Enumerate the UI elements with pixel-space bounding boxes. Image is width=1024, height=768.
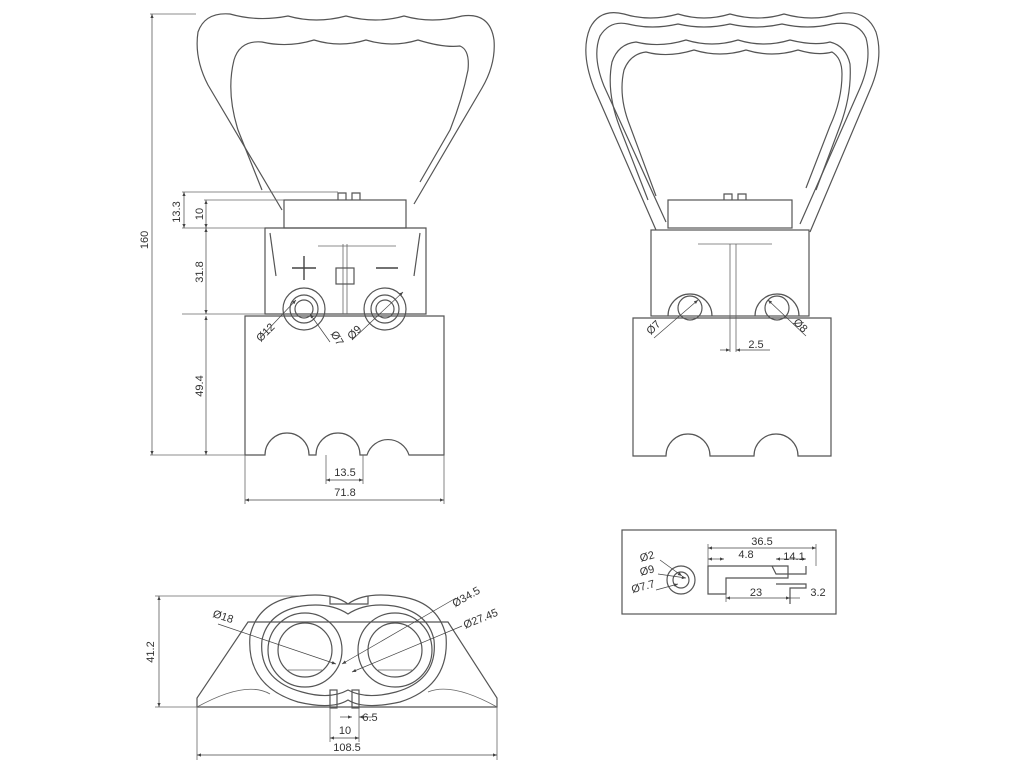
bottom-bore-left (267, 612, 343, 688)
bottom-dim-outer: Ø34.5 (451, 585, 483, 610)
bottom-dim-key-offset: 6.5 (362, 712, 377, 724)
dim-width: 71.8 (334, 487, 355, 499)
contact-dim-b: 14.1 (783, 551, 804, 563)
contact-dim-dia-c: Ø7.7 (630, 578, 656, 596)
contact-dim-dia-b: Ø9 (639, 563, 656, 578)
dim-height-body: 49.4 (194, 375, 206, 396)
side-dim-slot: 2.5 (748, 339, 763, 351)
bottom-dim-inner: Ø27.45 (462, 607, 500, 632)
contact-detail-frame (621, 529, 837, 615)
plus-icon (292, 256, 316, 280)
bottom-dim-height: 41.2 (145, 641, 157, 662)
dim-height-total: 160 (139, 231, 151, 249)
side-dim-dia-right: Ø8 (791, 316, 810, 335)
side-handle-outer (585, 12, 880, 233)
dim-hole-pitch: 13.5 (334, 467, 355, 479)
bottom-dim-key-width: 10 (339, 725, 351, 737)
dim-height-mid: 31.8 (194, 261, 206, 282)
side-body-block (632, 317, 832, 457)
bottom-bore-right (357, 612, 433, 688)
side-hole-left (677, 295, 703, 321)
body-block (244, 315, 445, 456)
bottom-housing-outer (249, 594, 447, 707)
contact-detail: 36.5 4.8 14.1 23 3.2 Ø2 Ø9 Ø7.7 (621, 529, 837, 615)
bottom-key-right (351, 689, 360, 709)
side-hole-right (764, 295, 790, 321)
dim-dia-outer: Ø12 (254, 321, 277, 344)
bottom-base (196, 621, 498, 708)
side-view: Ø7 Ø8 2.5 (585, 12, 880, 457)
contact-dim-c: 23 (750, 587, 762, 599)
dim-dia-inner: Ø7 (328, 329, 346, 348)
contact-dim-dia-a: Ø2 (639, 549, 656, 564)
handle-inner (230, 39, 469, 191)
hole-left-outer (282, 287, 326, 331)
bottom-dim-width: 108.5 (333, 742, 361, 754)
contact-dim-total: 36.5 (751, 536, 772, 548)
side-handle-inner (609, 39, 851, 201)
cap-block (283, 199, 407, 229)
front-view: 160 13.3 10 31.8 49.4 13.5 71.8 Ø12 Ø7 Ø… (139, 13, 495, 504)
hole-right-outer (363, 287, 407, 331)
side-dim-dia-left: Ø7 (644, 318, 663, 337)
handle-outer (196, 13, 495, 211)
bottom-key-left (329, 689, 338, 709)
bottom-view: Ø18 Ø34.5 Ø27.45 41.2 10 6.5 108.5 (145, 585, 500, 760)
contact-dim-a: 4.8 (738, 549, 753, 561)
contact-pin-outer (666, 565, 696, 595)
mid-block (264, 227, 427, 315)
contact-dim-d: 3.2 (810, 587, 825, 599)
dim-height-cap: 10 (194, 208, 206, 220)
dim-height-top: 13.3 (171, 201, 183, 222)
dim-dia-right: Ø9 (345, 323, 364, 342)
bottom-dim-bore: Ø18 (211, 608, 234, 626)
